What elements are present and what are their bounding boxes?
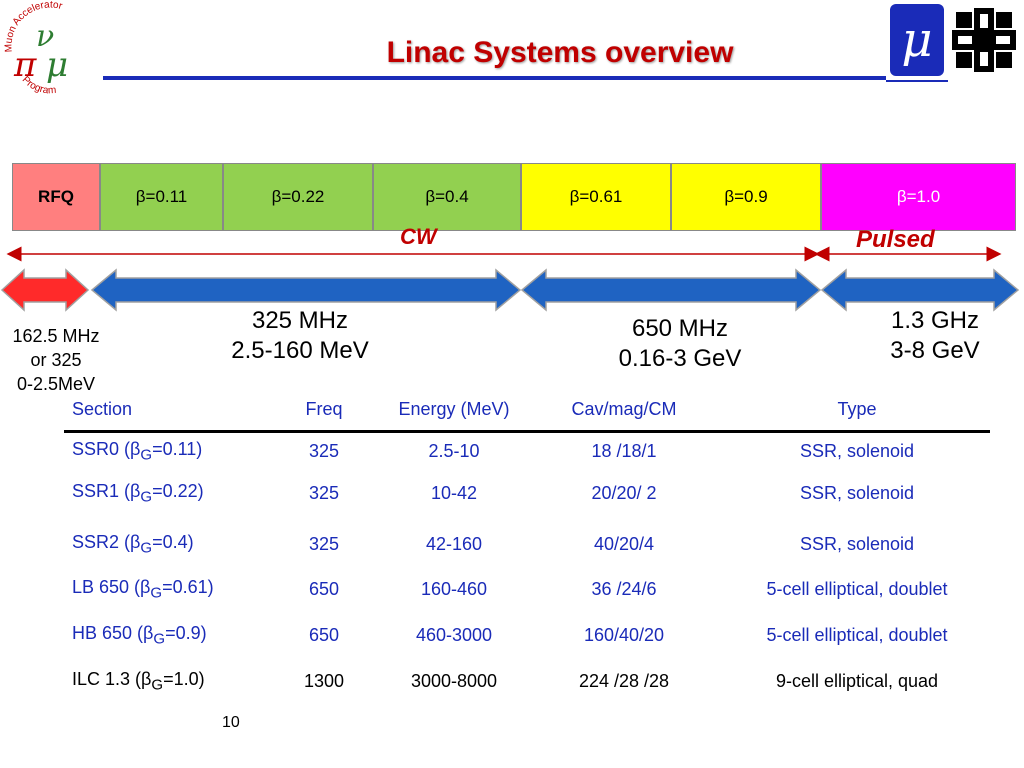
section-beta-061: β=0.61 xyxy=(522,164,672,230)
cell-freq: 650 xyxy=(308,624,340,645)
cell-type: 9-cell elliptical, quad xyxy=(775,670,939,691)
section-beta-04: β=0.4 xyxy=(374,164,522,230)
cell-energy: 10-42 xyxy=(430,482,478,503)
map-mu-glyph: μ xyxy=(46,45,68,85)
cell-section: SSR1 (βG=0.22) xyxy=(72,480,204,506)
table-row: ILC 1.3 (βG=1.0) 1300 3000-8000 224 /28 … xyxy=(64,666,990,696)
cell-section: HB 650 (βG=0.9) xyxy=(72,622,207,648)
table-row: HB 650 (βG=0.9) 650 460-3000 160/40/20 5… xyxy=(64,620,990,650)
cell-type: SSR, solenoid xyxy=(799,533,915,554)
cell-freq: 1300 xyxy=(303,670,345,691)
cell-energy: 42-160 xyxy=(425,533,483,554)
cell-section: LB 650 (βG=0.61) xyxy=(72,576,214,602)
header-cav: Cav/mag/CM xyxy=(571,398,677,419)
cell-energy: 460-3000 xyxy=(415,624,493,645)
cell-energy: 3000-8000 xyxy=(410,670,498,691)
section-beta-022: β=0.22 xyxy=(224,164,374,230)
map-pi-glyph: π xyxy=(13,45,37,85)
fermilab-logo-icon xyxy=(948,4,1020,76)
section-beta-10: β=1.0 xyxy=(822,164,1015,230)
cell-freq: 325 xyxy=(308,440,340,461)
section-rfq: RFQ xyxy=(13,164,101,230)
cell-cav: 224 /28 /28 xyxy=(578,670,670,691)
band-325-label: 325 MHz 2.5-160 MeV xyxy=(231,307,369,364)
cell-cav: 20/20/ 2 xyxy=(591,482,657,503)
section-beta-011: β=0.11 xyxy=(101,164,224,230)
header-energy: Energy (MeV) xyxy=(398,398,510,419)
cell-cav: 36 /24/6 xyxy=(591,578,657,599)
cell-type: SSR, solenoid xyxy=(799,482,915,503)
band-650-label: 650 MHz 0.16-3 GeV xyxy=(618,315,742,372)
cell-energy: 2.5-10 xyxy=(428,440,480,461)
section-beta-09: β=0.9 xyxy=(672,164,822,230)
cell-cav: 18 /18/1 xyxy=(591,440,657,461)
band-13-label: 1.3 GHz 3-8 GeV xyxy=(890,307,980,364)
cell-freq: 325 xyxy=(308,482,340,503)
table-row: LB 650 (βG=0.61) 650 160-460 36 /24/6 5-… xyxy=(64,574,990,604)
cell-energy: 160-460 xyxy=(420,578,488,599)
linac-sections-bar: RFQ β=0.11 β=0.22 β=0.4 β=0.61 β=0.9 β=1… xyxy=(12,163,1016,231)
cell-section: SSR0 (βG=0.11) xyxy=(72,438,203,464)
title-rule-right xyxy=(886,80,948,82)
header-freq: Freq xyxy=(305,398,343,419)
cell-freq: 650 xyxy=(308,578,340,599)
cell-type: 5-cell elliptical, doublet xyxy=(766,578,948,599)
range-arrows xyxy=(0,246,1020,312)
cell-freq: 325 xyxy=(308,533,340,554)
table-row: SSR2 (βG=0.4) 325 42-160 40/20/4 SSR, so… xyxy=(64,529,990,559)
mu-logo: μ xyxy=(890,4,944,76)
header-section: Section xyxy=(72,398,133,419)
cell-type: SSR, solenoid xyxy=(799,440,915,461)
rfq-freq-label: 162.5 MHz or 325 0-2.5MeV xyxy=(12,326,100,394)
cell-cav: 160/40/20 xyxy=(583,624,665,645)
header-type: Type xyxy=(837,398,877,419)
map-nu-glyph: ν xyxy=(36,19,54,54)
cell-type: 5-cell elliptical, doublet xyxy=(766,624,948,645)
table-header-rule xyxy=(64,430,990,433)
rfq-freq-arrow xyxy=(0,268,90,312)
table-row: SSR1 (βG=0.22) 325 10-42 20/20/ 2 SSR, s… xyxy=(64,478,990,508)
band-325-arrow xyxy=(90,268,522,312)
band-13-arrow xyxy=(820,268,1020,312)
muon-accelerator-program-logo: Muon Accelerator Program π ν μ xyxy=(2,0,98,100)
slide-title: Linac Systems overview xyxy=(386,36,734,69)
cw-label: CW xyxy=(400,224,437,249)
title-rule xyxy=(103,76,886,80)
page-number: 10 xyxy=(222,714,240,731)
cell-section: ILC 1.3 (βG=1.0) xyxy=(72,668,205,694)
table-header-row: Section Freq Energy (MeV) Cav/mag/CM Typ… xyxy=(64,394,990,424)
cell-cav: 40/20/4 xyxy=(593,533,655,554)
cell-section: SSR2 (βG=0.4) xyxy=(72,531,194,557)
band-650-arrow xyxy=(520,268,822,312)
table-row: SSR0 (βG=0.11) 325 2.5-10 18 /18/1 SSR, … xyxy=(64,436,990,466)
